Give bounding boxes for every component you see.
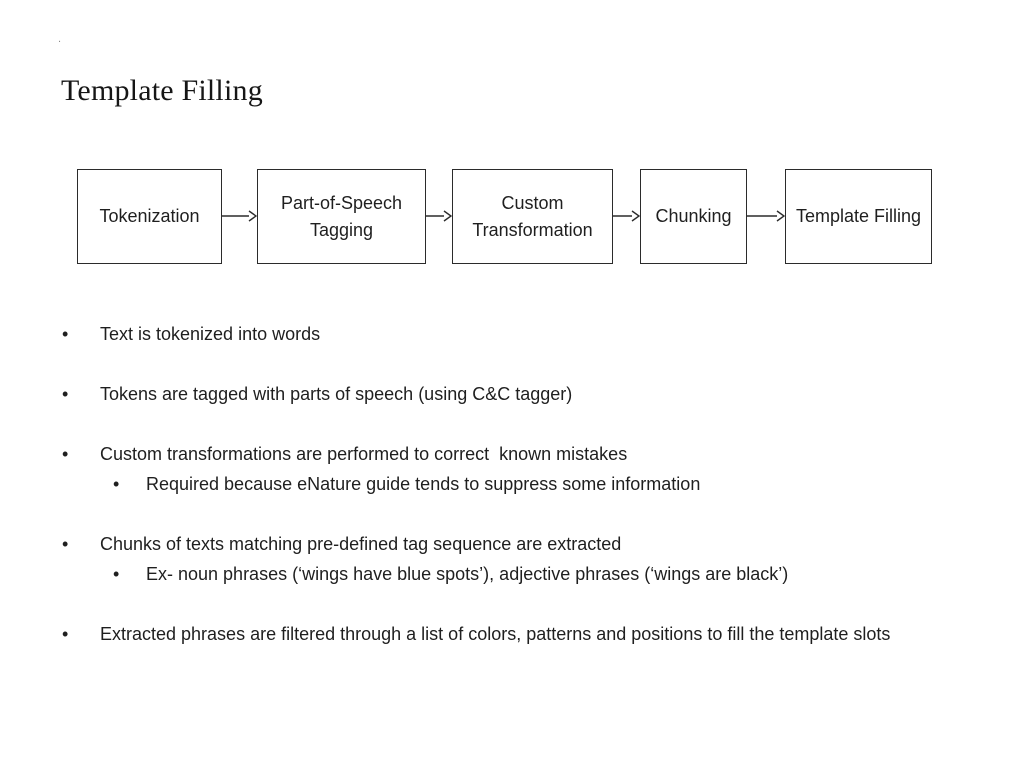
flow-arrow-right-icon (222, 210, 257, 222)
bullet-text: Required because eNature guide tends to … (146, 474, 701, 494)
bullet-text: Text is tokenized into words (100, 324, 321, 344)
stray-period-mark: . (58, 33, 62, 45)
bullet-marker: • (113, 474, 120, 494)
bullet-marker: • (62, 624, 69, 644)
bullet-text: Tokens are tagged with parts of speech (… (100, 384, 573, 404)
list-item: • Text is tokenized into words (62, 322, 962, 347)
flow-step-tokenization: Tokenization (77, 169, 222, 264)
list-subitem: • Required because eNature guide tends t… (62, 472, 962, 497)
bullet-text: Ex- noun phrases (‘wings have blue spots… (146, 564, 789, 584)
flow-step-label: Custom Transformation (472, 192, 593, 240)
flow-step-label: Chunking (655, 206, 732, 226)
bullet-marker: • (62, 384, 69, 404)
bullet-marker: • (62, 534, 69, 554)
flow-step-label: Template Filling (795, 206, 922, 226)
flow-arrow-right-icon (426, 210, 452, 222)
flow-step-pos-tagging: Part-of-Speech Tagging (257, 169, 426, 264)
bullet-text: Custom transformations are performed to … (100, 444, 628, 464)
flow-step-template-filling: Template Filling (785, 169, 932, 264)
flow-step-chunking: Chunking (640, 169, 747, 264)
bullet-list: • Text is tokenized into words • Tokens … (62, 322, 962, 647)
list-item: • Custom transformations are performed t… (62, 442, 962, 467)
list-item: • Chunks of texts matching pre-defined t… (62, 532, 962, 557)
flow-step-custom-transformation: Custom Transformation (452, 169, 613, 264)
flow-step-label: Tokenization (99, 206, 200, 226)
bullet-text: Extracted phrases are filtered through a… (100, 624, 891, 644)
page-title: Template Filling (61, 74, 263, 107)
flow-arrow-right-icon (613, 210, 640, 222)
bullet-marker: • (113, 564, 120, 584)
list-subitem: • Ex- noun phrases (‘wings have blue spo… (62, 562, 962, 587)
flow-step-label: Part-of-Speech Tagging (280, 192, 403, 240)
bullet-marker: • (62, 324, 69, 344)
bullet-marker: • (62, 444, 69, 464)
bullet-text: Chunks of texts matching pre-defined tag… (100, 534, 622, 554)
flow-arrow-right-icon (747, 210, 785, 222)
pipeline-flowchart: Tokenization Part-of-Speech Tagging Cust… (0, 0, 1024, 300)
list-item: • Extracted phrases are filtered through… (62, 622, 962, 647)
list-item: • Tokens are tagged with parts of speech… (62, 382, 962, 407)
